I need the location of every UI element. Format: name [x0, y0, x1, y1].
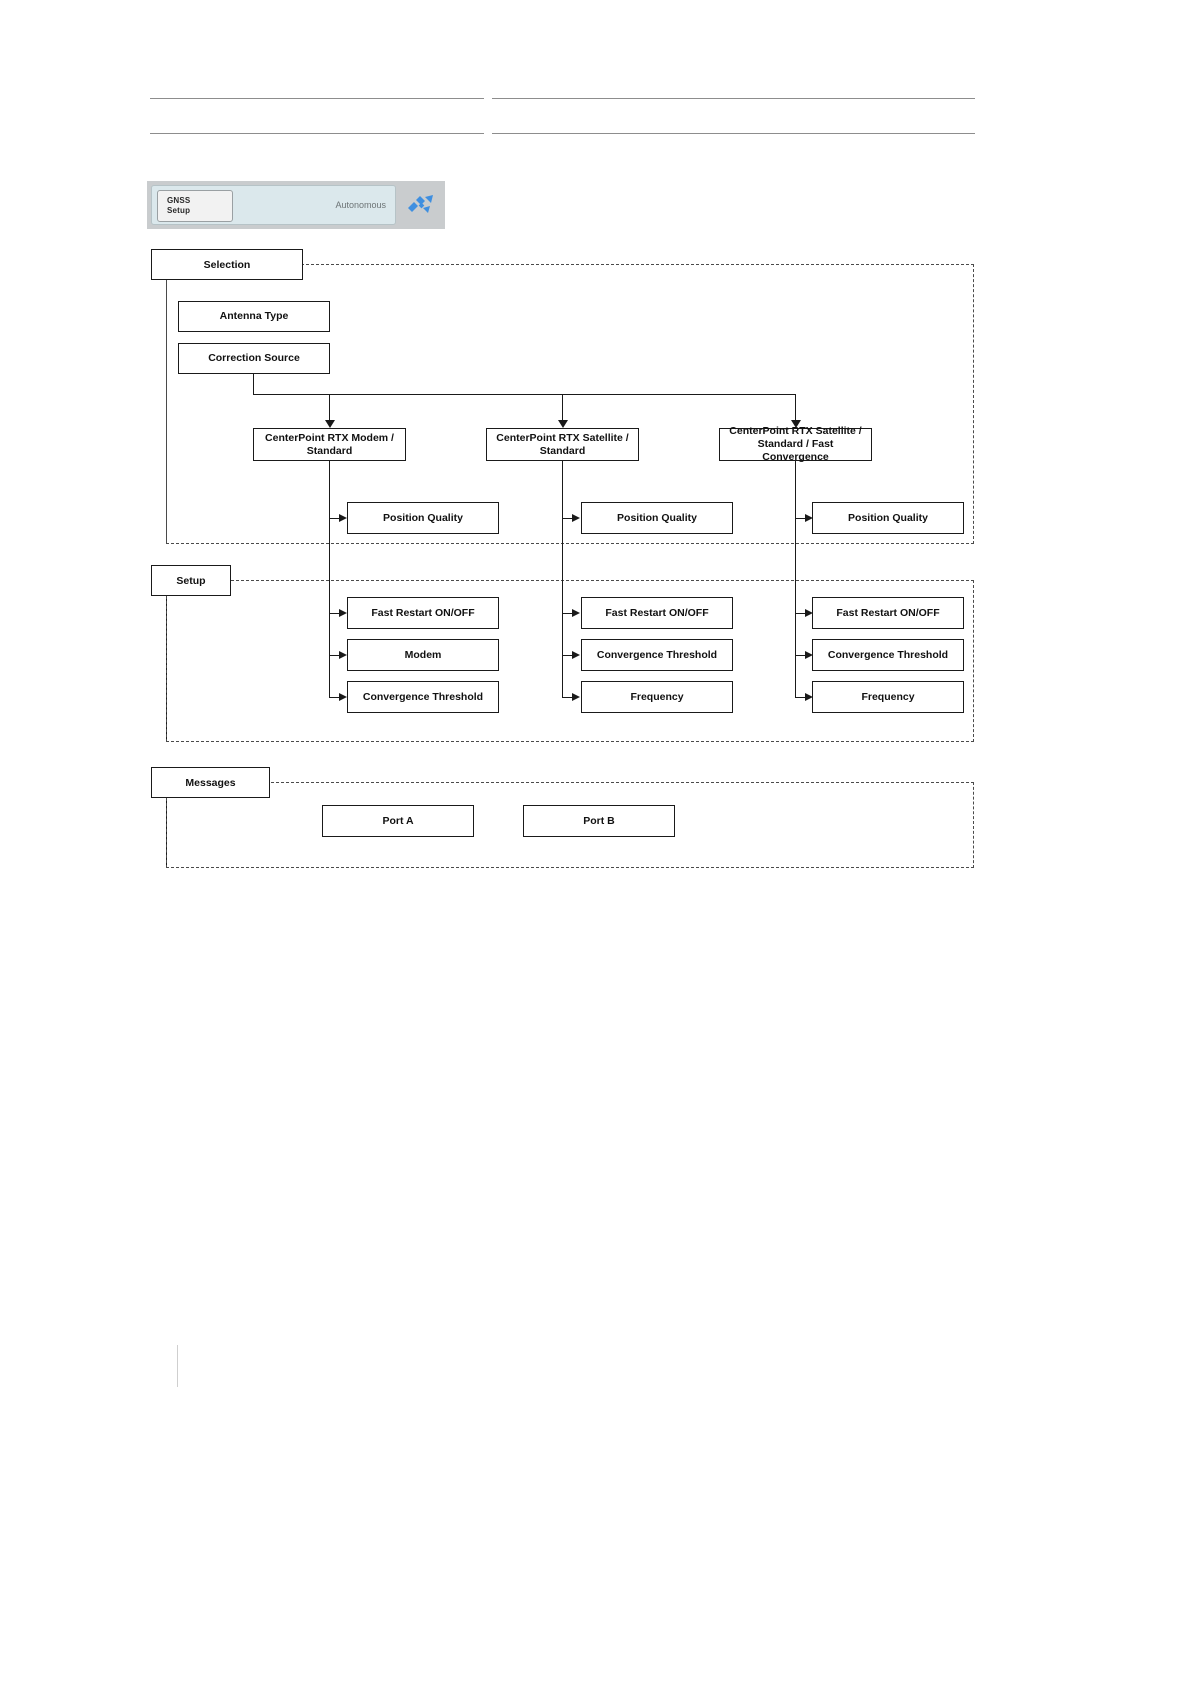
connector-setup-2-1	[562, 613, 574, 614]
connector-setup-1-3	[329, 697, 341, 698]
node-branch-2-line2: Standard	[539, 444, 586, 457]
node-branch-3[interactable]: CenterPoint RTX Satellite / Standard / F…	[719, 425, 872, 463]
node-setup-1-3[interactable]: Convergence Threshold	[347, 681, 499, 713]
connector-branch-drop-2	[562, 394, 563, 422]
satellite-tile[interactable]	[397, 181, 445, 229]
connector-correction-trunk-v	[253, 374, 254, 394]
arrow-branch-1	[325, 420, 335, 428]
arrow-setup-2-3	[572, 692, 580, 701]
node-branch-1-line2: Standard	[306, 444, 353, 457]
node-branch-1-line1: CenterPoint RTX Modem /	[265, 431, 394, 444]
connector-pq-3	[795, 518, 807, 519]
arrow-setup-1-1	[339, 608, 347, 617]
column-spine-1	[329, 461, 330, 698]
node-position-quality-1[interactable]: Position Quality	[347, 502, 499, 534]
selection-left-guide	[166, 281, 167, 544]
connector-setup-3-3	[795, 697, 807, 698]
connector-setup-1-2	[329, 655, 341, 656]
arrow-branch-3	[791, 420, 801, 428]
page-edge-artifact	[177, 1345, 178, 1387]
node-branch-2-line1: CenterPoint RTX Satellite /	[496, 431, 629, 444]
connector-setup-3-2	[795, 655, 807, 656]
header-rule-bottom-left	[150, 133, 484, 134]
node-correction-source[interactable]: Correction Source	[178, 343, 330, 374]
section-label-messages: Messages	[151, 767, 270, 798]
arrow-pq-1	[339, 513, 347, 522]
connector-setup-2-3	[562, 697, 574, 698]
node-branch-3-line1: CenterPoint RTX Satellite /	[729, 425, 862, 437]
section-label-selection: Selection	[151, 249, 303, 280]
arrow-pq-3	[805, 513, 813, 522]
node-setup-2-2[interactable]: Convergence Threshold	[581, 639, 733, 671]
column-spine-2	[562, 461, 563, 698]
arrow-setup-2-2	[572, 650, 580, 659]
satellite-icon	[408, 195, 433, 213]
gnss-status-widget: GNSS Setup Autonomous	[147, 181, 445, 229]
node-setup-3-2[interactable]: Convergence Threshold	[812, 639, 964, 671]
gnss-setup-button-line2: Setup	[167, 206, 191, 215]
node-branch-3-line2: Standard / Fast Convergence	[757, 438, 834, 463]
node-port-a[interactable]: Port A	[322, 805, 474, 837]
connector-setup-1-1	[329, 613, 341, 614]
header-rule-bottom-right	[492, 133, 975, 134]
arrow-setup-3-1	[805, 608, 813, 617]
header-rule-top-right	[492, 98, 975, 99]
node-setup-2-1[interactable]: Fast Restart ON/OFF	[581, 597, 733, 629]
node-position-quality-3[interactable]: Position Quality	[812, 502, 964, 534]
node-antenna-type[interactable]: Antenna Type	[178, 301, 330, 332]
node-setup-3-1[interactable]: Fast Restart ON/OFF	[812, 597, 964, 629]
node-position-quality-2[interactable]: Position Quality	[581, 502, 733, 534]
connector-setup-3-1	[795, 613, 807, 614]
section-label-setup: Setup	[151, 565, 231, 596]
node-setup-1-1[interactable]: Fast Restart ON/OFF	[347, 597, 499, 629]
connector-pq-1	[329, 518, 341, 519]
node-setup-1-2[interactable]: Modem	[347, 639, 499, 671]
column-spine-3	[795, 461, 796, 698]
arrow-pq-2	[572, 513, 580, 522]
arrow-setup-2-1	[572, 608, 580, 617]
node-setup-3-3[interactable]: Frequency	[812, 681, 964, 713]
connector-setup-2-2	[562, 655, 574, 656]
node-setup-2-3[interactable]: Frequency	[581, 681, 733, 713]
arrow-branch-2	[558, 420, 568, 428]
header-rule-top-left	[150, 98, 484, 99]
gnss-setup-button[interactable]: GNSS Setup	[157, 190, 233, 222]
connector-branch-drop-1	[329, 394, 330, 422]
node-branch-1[interactable]: CenterPoint RTX Modem / Standard	[253, 428, 406, 461]
node-branch-2[interactable]: CenterPoint RTX Satellite / Standard	[486, 428, 639, 461]
arrow-setup-3-3	[805, 692, 813, 701]
arrow-setup-1-2	[339, 650, 347, 659]
connector-branch-drop-3	[795, 394, 796, 422]
connector-branch-bus-h	[253, 394, 796, 395]
setup-left-guide	[166, 596, 167, 742]
arrow-setup-3-2	[805, 650, 813, 659]
gnss-status-panel: GNSS Setup Autonomous	[151, 185, 396, 225]
messages-left-guide	[166, 798, 167, 868]
gnss-setup-button-line1: GNSS	[167, 196, 191, 205]
connector-pq-2	[562, 518, 574, 519]
node-port-b[interactable]: Port B	[523, 805, 675, 837]
gnss-status-text: Autonomous	[335, 200, 386, 210]
arrow-setup-1-3	[339, 692, 347, 701]
